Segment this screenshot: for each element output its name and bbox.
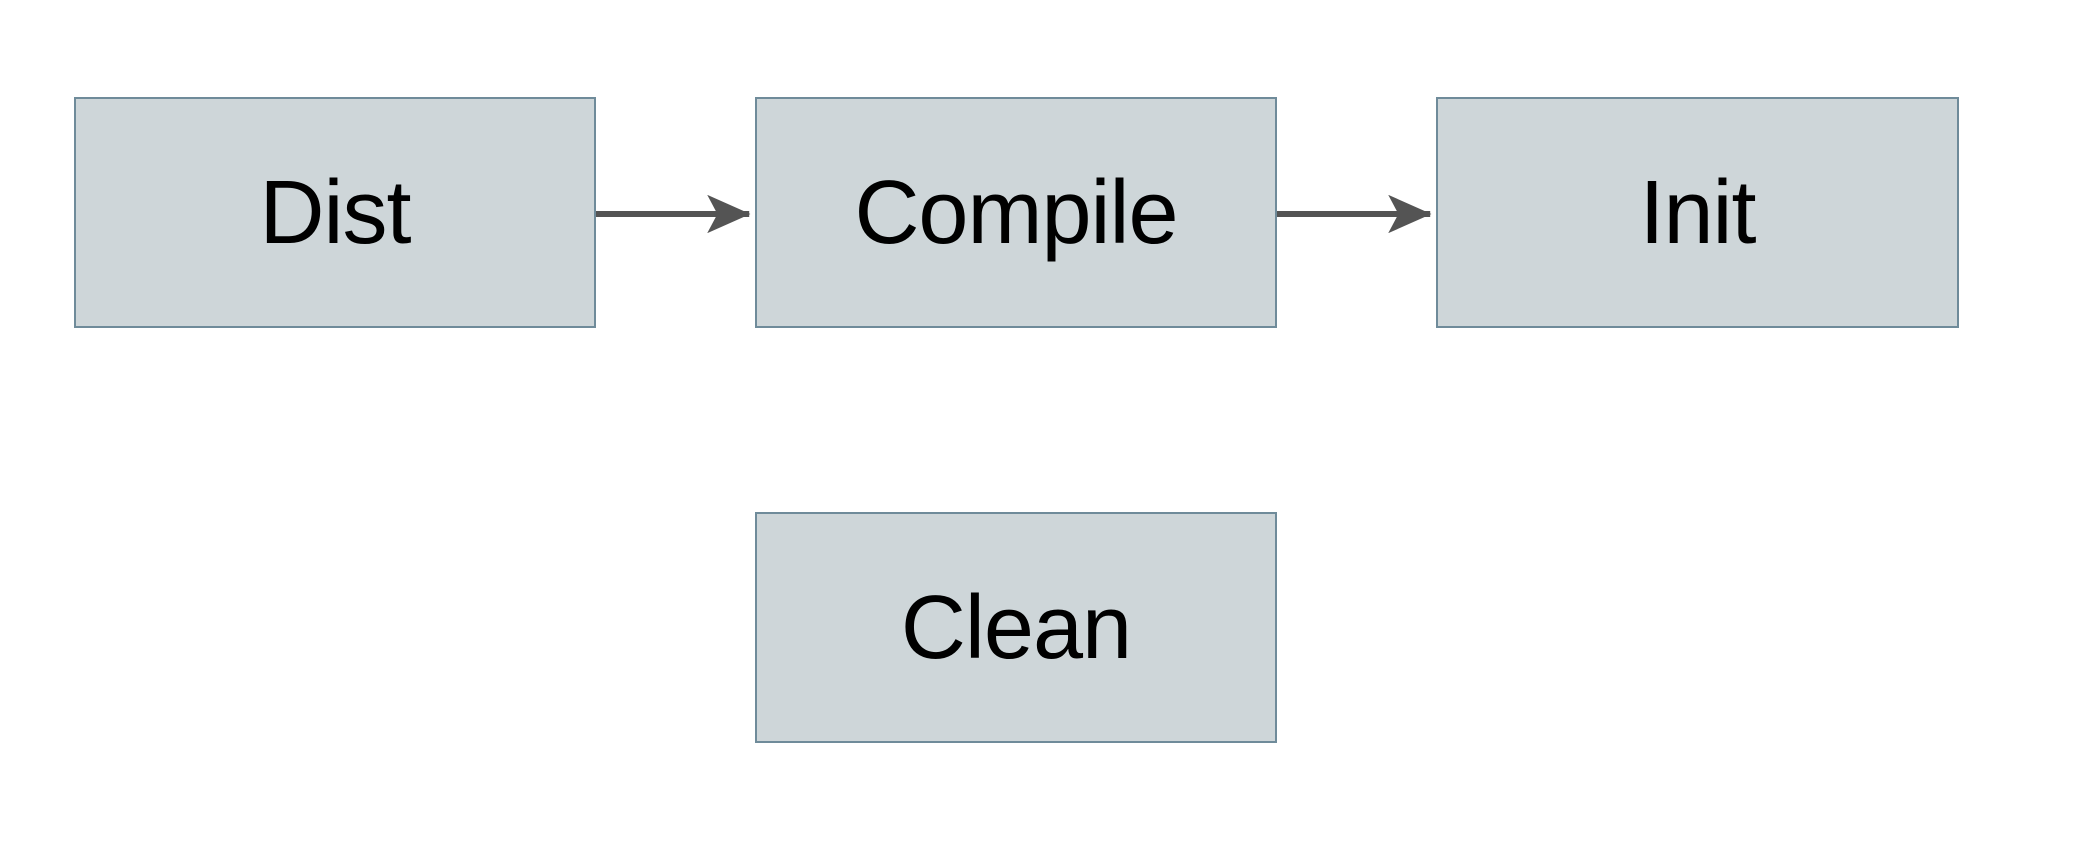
node-init[interactable]: Init <box>1436 97 1959 328</box>
node-label-clean: Clean <box>900 577 1132 678</box>
node-clean[interactable]: Clean <box>755 512 1277 743</box>
node-label-init: Init <box>1639 162 1756 263</box>
node-compile[interactable]: Compile <box>755 97 1277 328</box>
node-label-compile: Compile <box>854 162 1178 263</box>
node-label-dist: Dist <box>259 162 412 263</box>
node-dist[interactable]: Dist <box>74 97 596 328</box>
